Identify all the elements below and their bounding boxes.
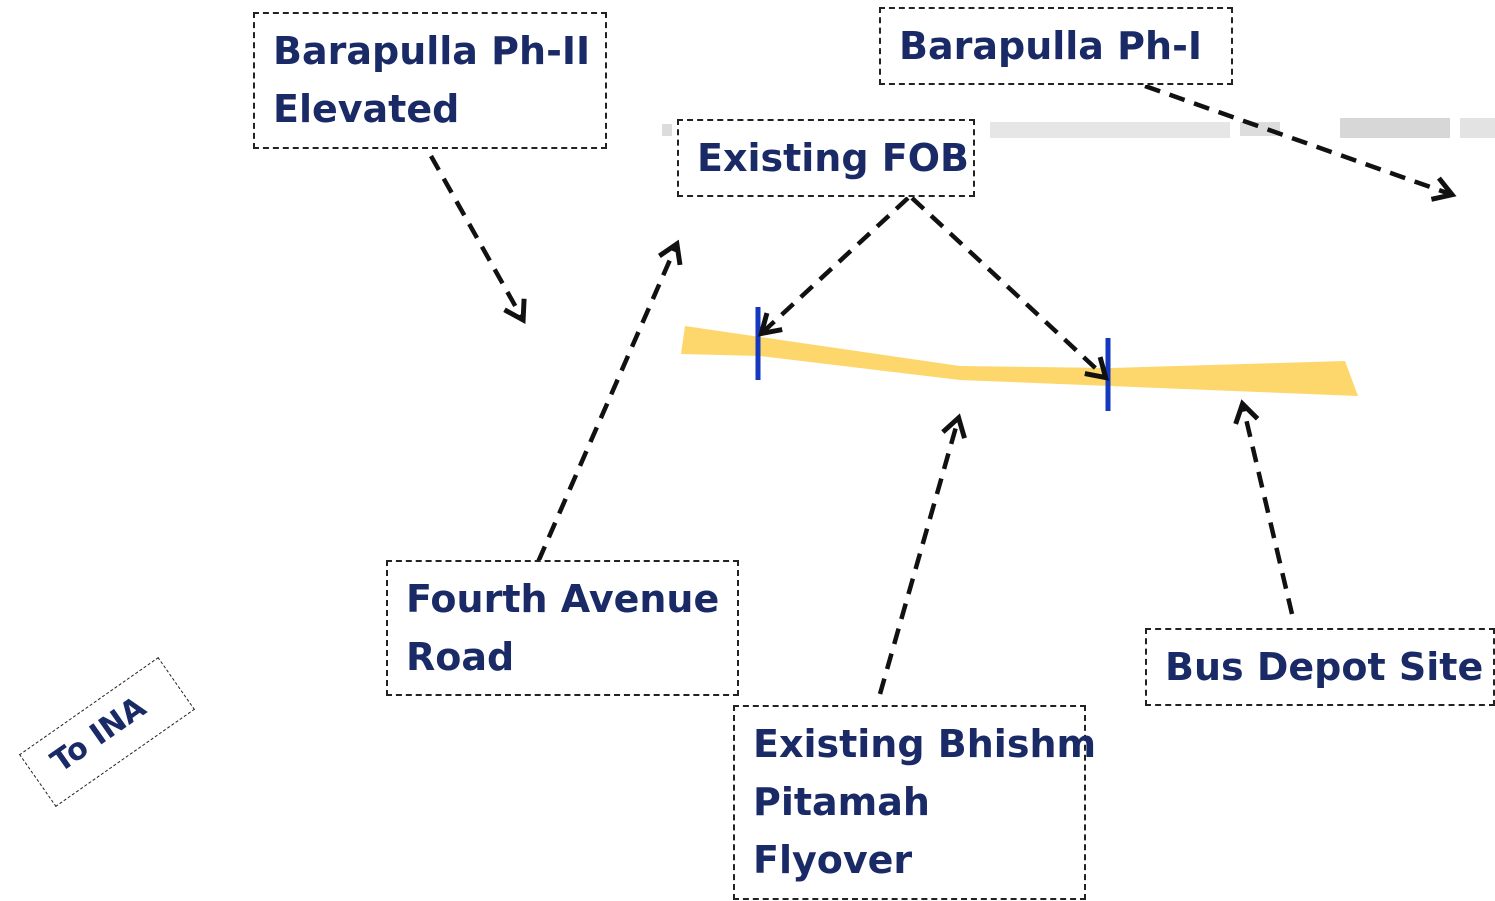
arrow-bus-depot — [1233, 399, 1295, 615]
arrow-barapulla-ph1 — [1144, 83, 1457, 202]
bus-depot-site-label: Bus Depot Site — [1145, 628, 1495, 706]
label-line: Fourth Avenue — [406, 577, 720, 621]
bhishm-pitamah-flyover-label: Existing Bhishm Pitamah Flyover — [733, 705, 1097, 900]
label-line: Pitamah — [753, 780, 930, 824]
label-line: Barapulla Ph-I — [899, 24, 1202, 68]
arrow-fob-east — [910, 196, 1110, 381]
arrow-barapulla-ph2 — [429, 154, 527, 325]
fourth-avenue-road-label: Fourth Avenue Road — [386, 560, 739, 696]
label-line: Existing Bhishm — [753, 722, 1097, 766]
existing-fob-label: Existing FOB — [677, 119, 975, 197]
flyover-road — [681, 326, 1358, 396]
background-structures — [662, 118, 1495, 138]
label-line: Flyover — [753, 838, 913, 882]
barapulla-ph2-label: Barapulla Ph-II Elevated — [253, 12, 607, 149]
arrow-fourth-avenue — [525, 239, 683, 586]
barapulla-ph1-label: Barapulla Ph-I — [879, 7, 1233, 85]
label-line: Existing FOB — [697, 136, 970, 180]
arrow-fob-west — [757, 196, 910, 337]
arrow-bhishm-pitamah — [877, 413, 967, 695]
label-line: Barapulla Ph-II — [273, 29, 591, 73]
label-line: Road — [406, 635, 515, 679]
label-line: Bus Depot Site — [1165, 645, 1484, 689]
label-line: Elevated — [273, 87, 460, 131]
